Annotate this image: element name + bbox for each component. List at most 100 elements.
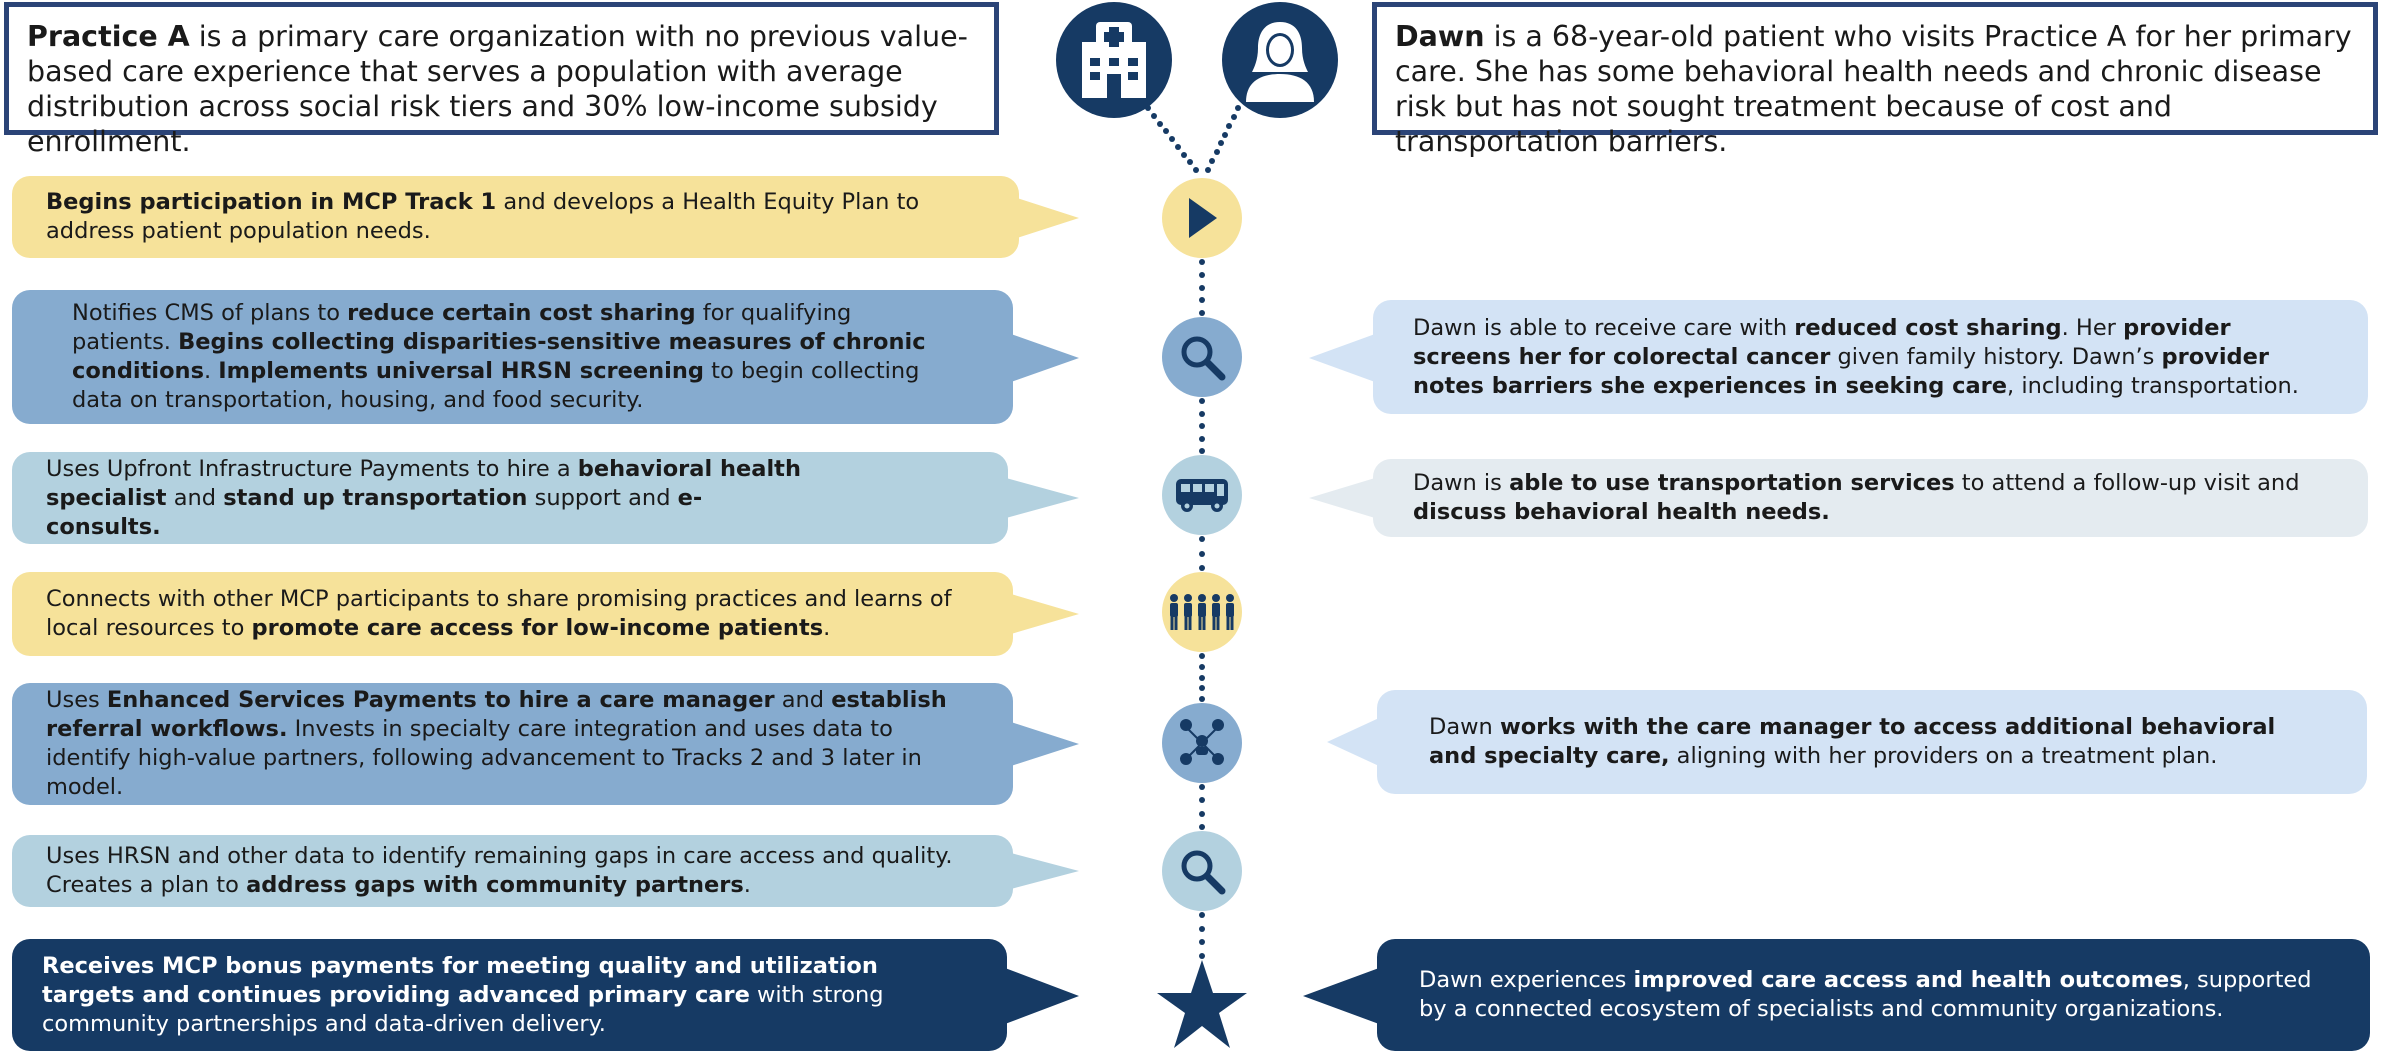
patient-name: Dawn: [1395, 20, 1485, 53]
patient-step-3-pointer: [1327, 718, 1379, 766]
patient-avatar: [1222, 2, 1338, 118]
connector-dot: [1199, 674, 1205, 681]
timeline-node-2: [1162, 317, 1242, 397]
patient-step-1-pointer: [1309, 334, 1375, 382]
connector-dot: [1199, 663, 1205, 670]
connector-dot: [1199, 685, 1205, 692]
practice-step-2-pointer: [1011, 334, 1079, 382]
practice-step-7-text: Receives MCP bonus payments for meeting …: [42, 952, 922, 1039]
connector-dot: [1175, 143, 1181, 150]
practice-step-6: Uses HRSN and other data to identify rem…: [12, 835, 1013, 907]
connector-dot: [1181, 151, 1187, 158]
timeline-node-6: [1162, 831, 1242, 911]
connector-dot: [1169, 136, 1175, 142]
connector-dot: [1199, 784, 1205, 790]
body-text: Uses Upfront Infrastructure Payments to …: [46, 455, 578, 482]
practice-step-4-pointer: [1011, 594, 1079, 634]
play-icon: [1189, 198, 1217, 238]
connector-dot: [1187, 159, 1193, 166]
patient-step-2-pointer: [1309, 478, 1375, 518]
practice-description-box: Practice A is a primary care organizatio…: [4, 2, 999, 158]
connector-dot: [1199, 310, 1205, 316]
connector-dot: [1213, 149, 1220, 156]
body-text: with strong community partnerships and d…: [42, 981, 884, 1037]
body-text: Dawn is able to receive care with: [1413, 314, 1795, 341]
practice-step-7: Receives MCP bonus payments for meeting …: [12, 939, 1007, 1051]
connector-dot: [1235, 105, 1241, 111]
magnifier-icon: [1181, 850, 1226, 895]
body-text: aligning with her providers on a treatme…: [1669, 743, 2218, 769]
connector-dot: [1199, 696, 1205, 702]
practice-step-6-pointer: [1011, 853, 1079, 889]
patient-description-box: Dawn is a 68-year-old patient who visits…: [1372, 2, 2378, 158]
emphasis-text: provider screens her for colorectal canc…: [1413, 314, 2231, 370]
emphasis-text: reduced cost sharing: [1794, 314, 2062, 341]
patient-description: is a 68-year-old patient who visits Prac…: [1395, 20, 2352, 158]
body-text: and develops a Health Equity Plan to add…: [46, 189, 920, 244]
connector-dot: [1199, 912, 1205, 918]
practice-step-5-pointer: [1011, 722, 1079, 766]
connector-dot: [1199, 953, 1205, 959]
emphasis-text: Begins participation in MCP Track 1: [46, 189, 497, 215]
patient-step-3-text: Dawn works with the care manager to acce…: [1429, 713, 2315, 771]
timeline-node-5: [1162, 703, 1242, 783]
network-icon: [1180, 719, 1224, 765]
magnifier-icon: [1181, 336, 1226, 381]
connector-dot: [1199, 398, 1205, 404]
body-text: , including transportation.: [2007, 372, 2299, 399]
emphasis-text: behavioral health specialist: [46, 455, 801, 511]
connector-dot: [1199, 435, 1205, 442]
hospital-icon: [1082, 22, 1146, 98]
hospital-avatar: [1056, 2, 1172, 118]
patient-step-3: Dawn works with the care manager to acce…: [1377, 690, 2367, 794]
connector-dot: [1199, 810, 1205, 817]
practice-step-4-text: Connects with other MCP participants to …: [46, 585, 979, 643]
bus-icon: [1176, 479, 1228, 512]
patient-step-2: Dawn is able to use transportation servi…: [1373, 459, 2368, 537]
people-group-icon: [1170, 594, 1234, 630]
body-text: and: [166, 484, 224, 511]
connector-dot: [1199, 297, 1205, 304]
practice-step-1-text: Begins participation in MCP Track 1 and …: [46, 188, 985, 246]
connector-dot: [1199, 423, 1205, 429]
emphasis-text: Implements universal HRSN screening: [218, 358, 704, 384]
connector-dot: [1199, 448, 1205, 454]
emphasis-text: e-consults.: [46, 484, 703, 540]
body-text: support and: [527, 484, 678, 511]
body-text: .: [823, 615, 831, 641]
body-text: . Her: [2061, 314, 2124, 341]
body-text: Invests in specialty care integration an…: [46, 716, 922, 800]
patient-step-4-text: Dawn experiences improved care access an…: [1419, 966, 2328, 1024]
body-text: Uses HRSN and other data to identify rem…: [46, 843, 953, 898]
connector-dot: [1193, 167, 1199, 173]
practice-description: is a primary care organization with no p…: [27, 20, 968, 158]
connector-dot: [1199, 939, 1205, 946]
body-text: Connects with other MCP participants to …: [46, 586, 952, 641]
emphasis-text: works with the care manager to access ad…: [1429, 714, 2276, 769]
connector-dot: [1199, 284, 1205, 291]
connector-dot: [1163, 128, 1169, 135]
connector-dot: [1222, 131, 1229, 138]
practice-step-5: Uses Enhanced Services Payments to hire …: [12, 683, 1013, 805]
timeline-node-4: [1162, 572, 1242, 652]
connector-dot: [1199, 925, 1205, 932]
connector-dot: [1199, 550, 1205, 557]
body-text: .: [203, 358, 219, 384]
body-text: given family history. Dawn’s: [1830, 343, 2162, 370]
emphasis-text: provider notes barriers she experiences …: [1413, 343, 2270, 399]
body-text: Dawn: [1429, 714, 1500, 740]
practice-step-4: Connects with other MCP participants to …: [12, 572, 1013, 656]
body-text: Dawn experiences: [1419, 967, 1634, 993]
practice-step-2: Notifies CMS of plans to reduce certain …: [12, 290, 1013, 424]
connector-dot: [1205, 167, 1211, 173]
emphasis-text: improved care access and health outcomes: [1633, 967, 2183, 993]
connector-dot: [1151, 112, 1157, 119]
connector-dot: [1199, 824, 1205, 830]
body-text: for qualifying patients.: [72, 300, 852, 355]
practice-step-3: Uses Upfront Infrastructure Payments to …: [12, 452, 1008, 544]
connector-dot: [1217, 140, 1224, 147]
connector-dot: [1145, 105, 1151, 111]
practice-step-1: Begins participation in MCP Track 1 and …: [12, 176, 1019, 258]
practice-name: Practice A: [27, 20, 190, 53]
woman-icon: [1246, 22, 1314, 102]
